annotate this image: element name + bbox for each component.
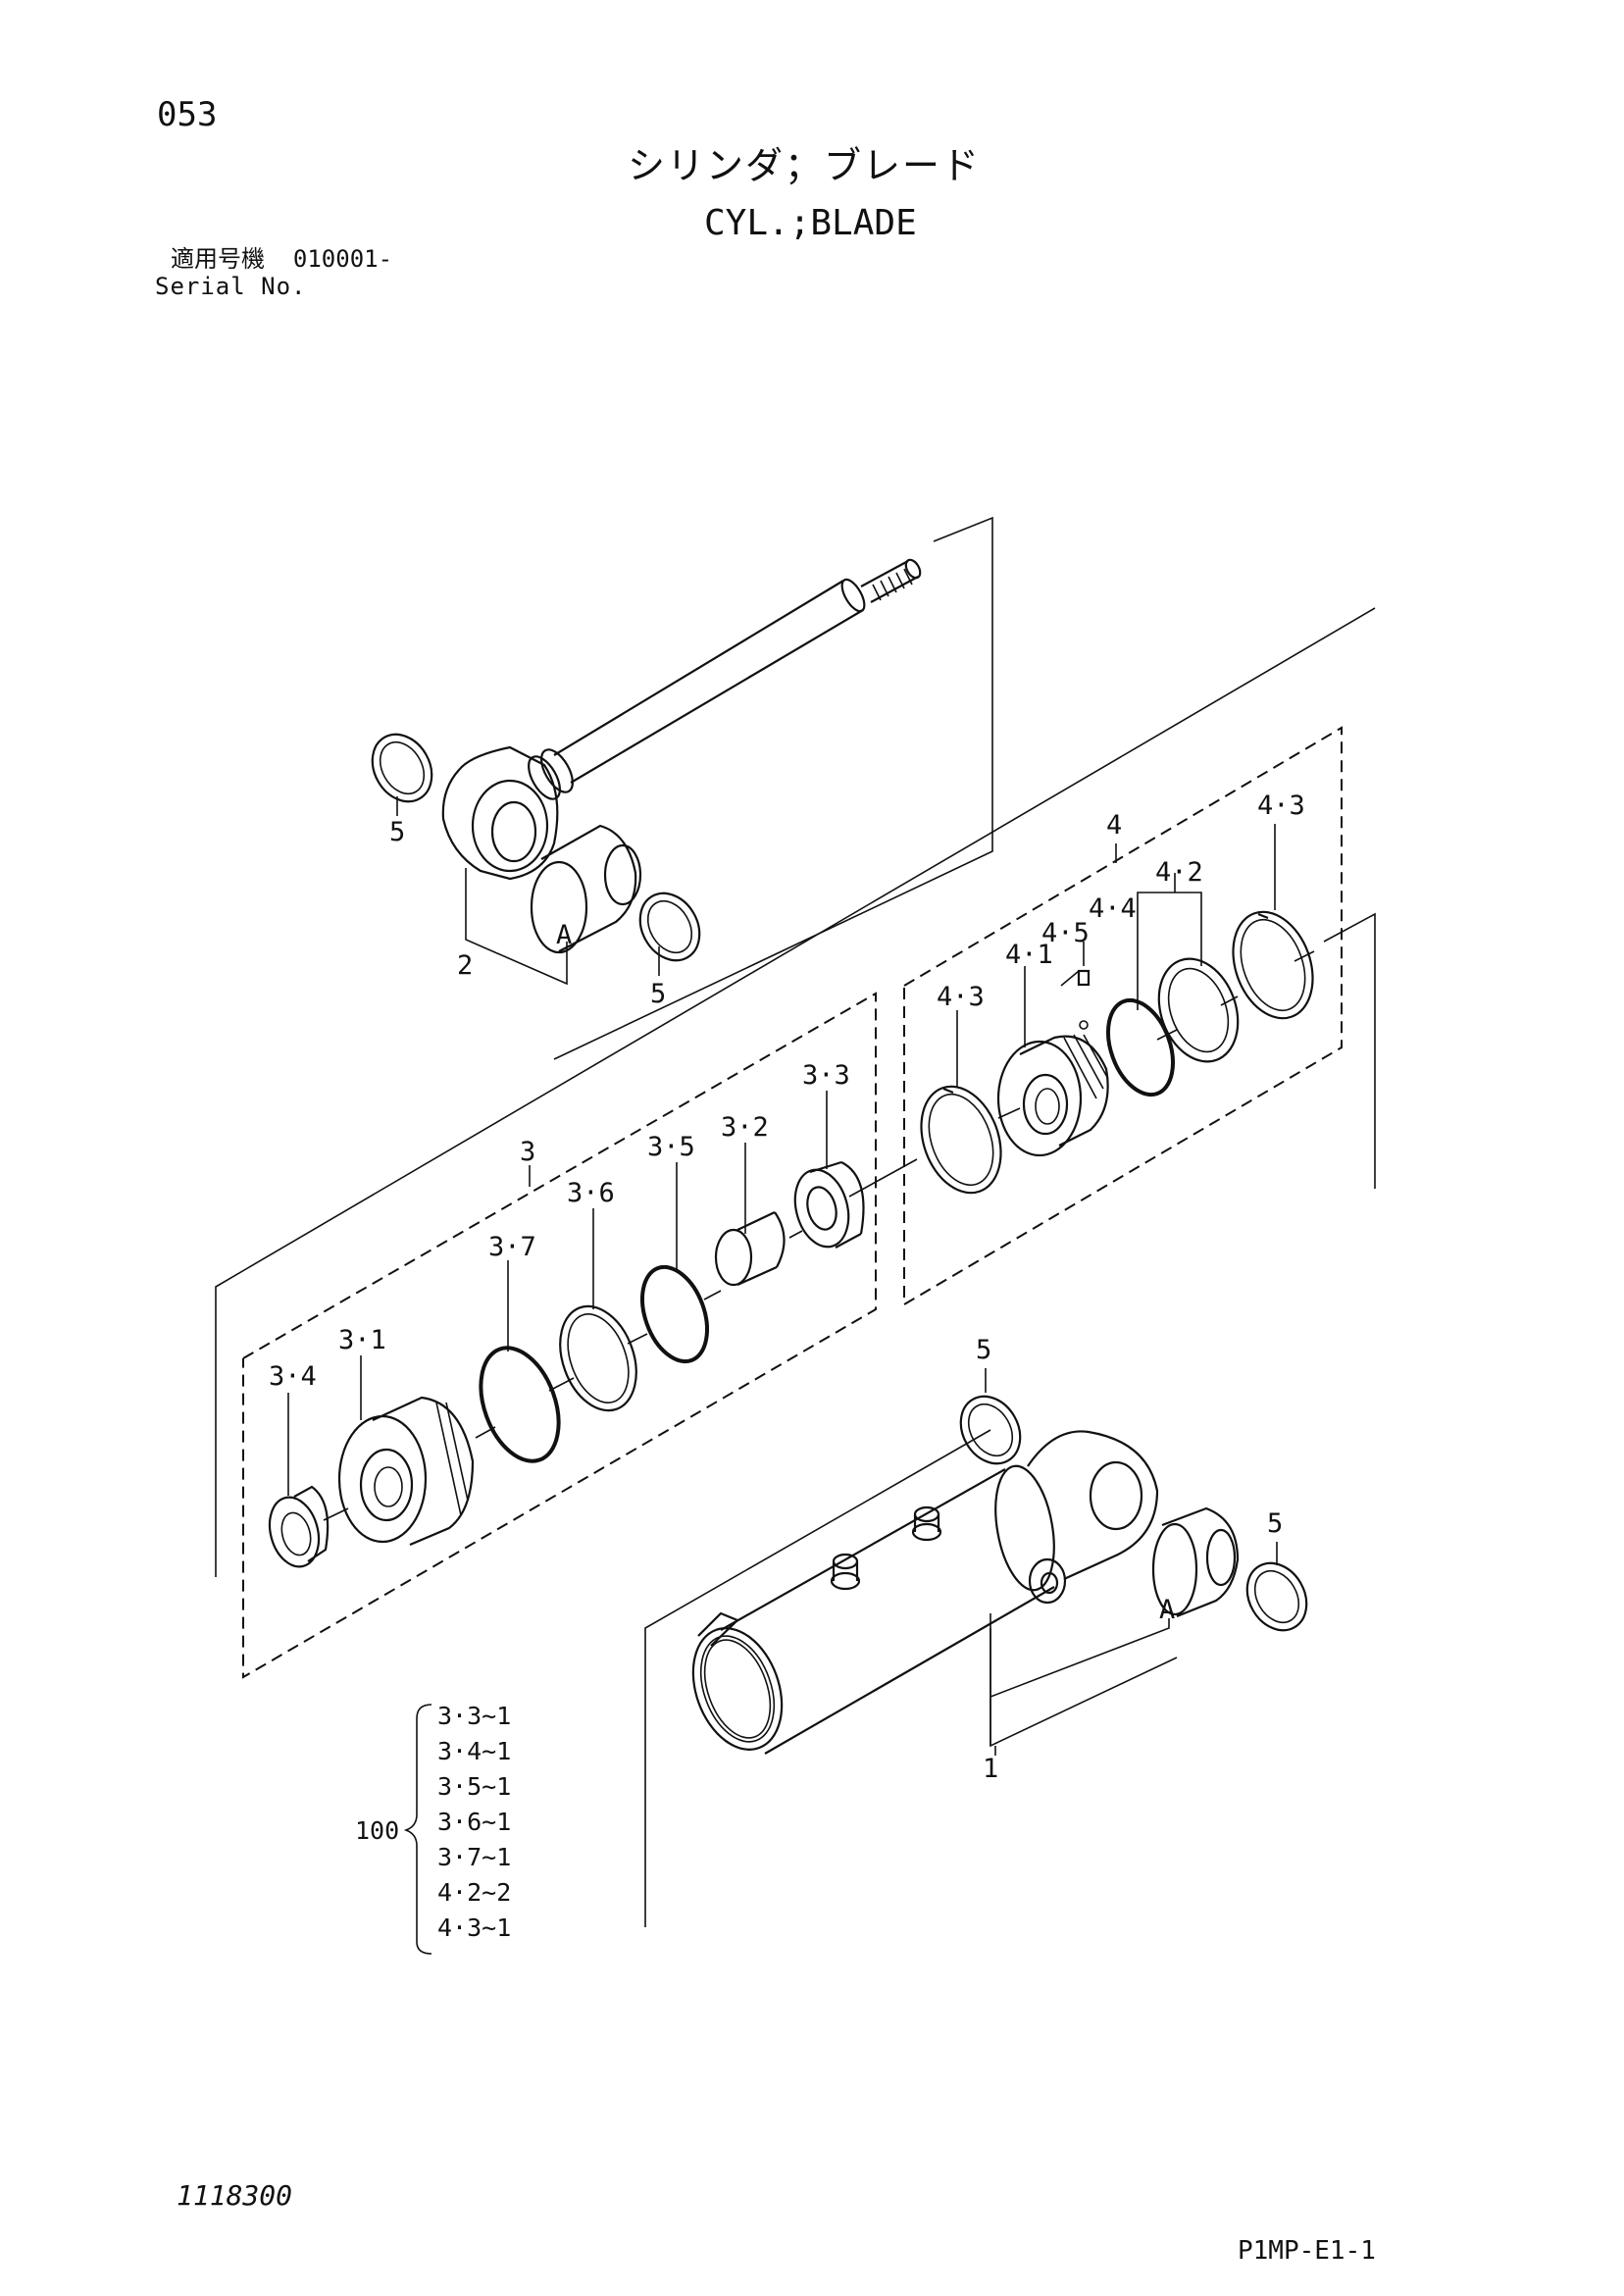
seal-kit-item: 3·6~1 xyxy=(437,1808,511,1836)
callout-head-body: 3·1 xyxy=(338,1325,386,1355)
tube-eye-bushing xyxy=(1151,1506,1240,1618)
cylinder-head-group xyxy=(215,607,1376,1679)
tube-enclosure-line xyxy=(644,1429,991,1927)
title-english: CYL.;BLADE xyxy=(704,203,917,243)
callout-tube: 1 xyxy=(983,1754,998,1784)
seal-kit-item: 4·3~1 xyxy=(437,1913,511,1942)
drawing-number: 1118300 xyxy=(177,2179,293,2212)
tube-seal-ring-right xyxy=(1245,1561,1308,1632)
callout-head-ring: 3·6 xyxy=(567,1178,615,1208)
piston-group-box xyxy=(903,726,1343,1306)
seal-kit-item: 3·4~1 xyxy=(437,1737,511,1765)
head-o-ring-inner xyxy=(640,1264,709,1364)
serial-value: 010001- xyxy=(292,245,393,273)
rod-eye-bushing xyxy=(530,824,642,954)
rod-eye xyxy=(441,745,559,881)
seal-kit-list: 100 3·3~1 3·4~1 3·5~1 3·6~1 3·7~1 4·2~2 … xyxy=(355,1702,511,1955)
title-japanese: シリンダ；ブレード xyxy=(628,144,982,187)
callout-tube-bushing: A xyxy=(1159,1595,1175,1625)
callout-piston-set-screw: 4·5 xyxy=(1041,918,1090,948)
piston-rod-assembly xyxy=(371,516,993,1060)
callout-rod-ring-bottom: 5 xyxy=(650,979,666,1009)
seal-kit-item: 3·7~1 xyxy=(437,1843,511,1871)
piston-rod xyxy=(528,558,922,800)
callout-rod-bushing: A xyxy=(556,920,572,950)
page-number: 053 xyxy=(157,95,218,134)
head-sleeve xyxy=(714,1211,786,1287)
callout-tube-ring-top: 5 xyxy=(976,1335,991,1365)
callout-head-bushing: 3·3 xyxy=(802,1060,850,1091)
serial-label-english: Serial No. xyxy=(155,273,307,300)
piston-ring-lower xyxy=(920,1085,1002,1195)
callout-head-o-ring-inner: 3·5 xyxy=(647,1132,695,1162)
head-enclosure-line xyxy=(215,607,1376,1577)
seal-kit-number: 100 xyxy=(355,1816,399,1845)
rod-enclosure-line xyxy=(553,516,993,1060)
head-group-box xyxy=(242,992,877,1679)
seal-kit-item: 3·3~1 xyxy=(437,1702,511,1730)
seal-kit-brace xyxy=(403,1704,432,1955)
cylinder-tube xyxy=(644,1368,1308,1927)
head-o-ring-outer xyxy=(479,1346,561,1463)
tube-seal-ring-upper xyxy=(959,1395,1022,1465)
callout-piston-ring-upper: 4·3 xyxy=(1257,791,1305,821)
head-bushing xyxy=(793,1160,865,1249)
callout-rod-eye: 2 xyxy=(457,950,473,981)
callout-piston-group: 4 xyxy=(1106,810,1122,841)
piston-enclosure-line xyxy=(1323,912,1376,1189)
callout-tube-ring-right: 5 xyxy=(1267,1508,1283,1539)
callout-rod-ring-top: 5 xyxy=(389,817,405,847)
piston-set-screw xyxy=(1077,969,1091,1030)
callout-piston-o-ring: 4·4 xyxy=(1089,893,1137,924)
head-wiper xyxy=(268,1485,330,1568)
piston-group xyxy=(903,726,1376,1306)
callout-piston-body: 4·1 xyxy=(1005,940,1053,970)
serial-label-jp-text: 適用号機 xyxy=(171,245,265,273)
head-backup-ring xyxy=(559,1304,637,1412)
callout-piston-seal-pair: 4·2 xyxy=(1155,857,1203,888)
callout-head-group: 3 xyxy=(520,1137,535,1167)
sheet-code: P1MP-E1-1 xyxy=(1238,2236,1376,2266)
rod-seal-ring-upper xyxy=(371,733,433,803)
rod-seal-ring-lower xyxy=(638,892,701,962)
callout-piston-ring-lower: 4·3 xyxy=(937,982,985,1012)
seal-kit-item: 4·2~2 xyxy=(437,1878,511,1907)
piston-body xyxy=(996,1034,1109,1157)
piston-o-ring xyxy=(1106,997,1175,1097)
callout-head-wiper: 3·4 xyxy=(269,1361,317,1392)
callout-head-sleeve: 3·2 xyxy=(721,1112,769,1143)
seal-kit-item: 3·5~1 xyxy=(437,1772,511,1801)
callout-head-o-ring-outer: 3·7 xyxy=(488,1232,536,1262)
piston-ring-upper xyxy=(1232,910,1314,1020)
head-body xyxy=(337,1396,475,1547)
serial-label-japanese: 適用号機 010001- xyxy=(171,247,392,271)
